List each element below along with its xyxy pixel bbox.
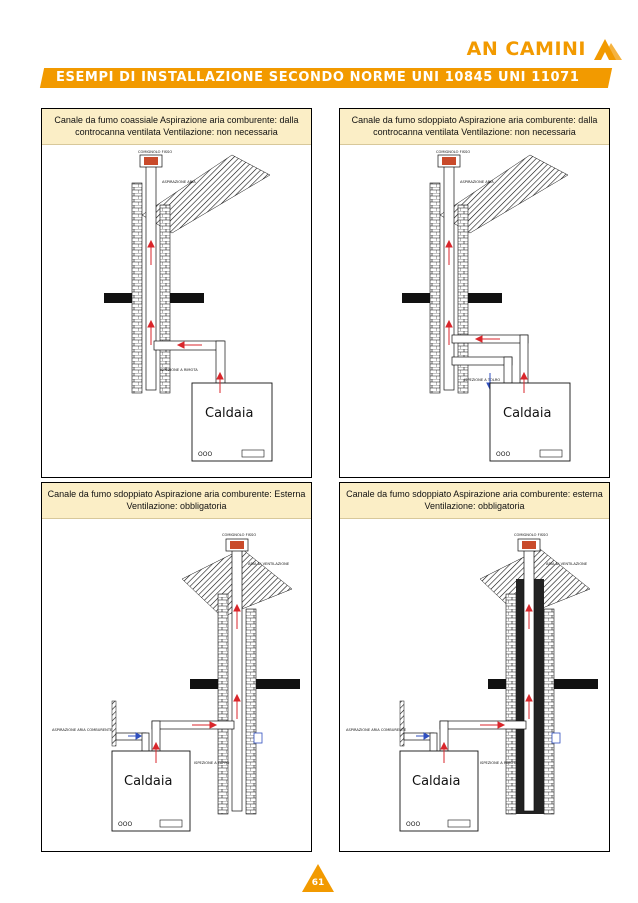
floor-slab-left <box>104 293 132 303</box>
floor-slab-right <box>170 293 204 303</box>
boiler-label: Caldaia <box>205 406 253 421</box>
section-title: ESEMPI DI INSTALLAZIONE SECONDO NORME UN… <box>56 70 580 85</box>
boiler-controls: OOO <box>118 821 132 828</box>
floor-slab-left <box>402 293 430 303</box>
external-wall <box>399 700 405 747</box>
brand-logo-icon <box>594 39 622 60</box>
boiler-controls: OOO <box>496 451 510 458</box>
inspection-label: ISPEZIONE A TOLRO <box>464 378 500 382</box>
air-intake-label: ASPIRAZIONE ARIA COMBURENTE <box>346 728 407 732</box>
boiler-label: Caldaia <box>124 774 172 789</box>
ventilation-grille <box>551 732 561 744</box>
chimney-wall-left <box>131 182 143 394</box>
panel-split-external-2: Canale da fumo sdoppiato Aspirazione ari… <box>339 482 610 852</box>
inspection-label: ISPEZIONE A RIMOTA <box>480 761 518 765</box>
cap-label: COMIGNOLO FISSO <box>222 533 256 537</box>
chimney-cap-grille <box>230 541 244 549</box>
boiler-controls: OOO <box>406 821 420 828</box>
inspection-label: ISPEZIONE A RIMOTA <box>160 368 198 372</box>
chimney-wall-right <box>245 608 257 815</box>
air-intake-label: ASPIRAZIONE ARIA <box>162 180 196 184</box>
air-intake-label: ASPIRAZIONE ARIA COMBURENTE <box>52 728 113 732</box>
boiler-label: Caldaia <box>412 774 460 789</box>
chimney-wall-left <box>505 593 517 815</box>
page-badge-shape <box>302 864 334 892</box>
chimney-cap-grille <box>442 157 456 165</box>
chimney-wall-right <box>543 608 555 815</box>
boiler <box>111 750 191 832</box>
panel-caption: Canale da fumo sdoppiato Aspirazione ari… <box>340 109 609 145</box>
external-wall <box>111 700 117 747</box>
panel-split-external-1: Canale da fumo sdoppiato Aspirazione ari… <box>41 482 312 852</box>
flue-pipe <box>523 548 535 812</box>
flue-pipe <box>231 548 243 812</box>
cap-label: COMIGNOLO FISSO <box>436 150 470 154</box>
panel-caption: Canale da fumo sdoppiato Aspirazione ari… <box>42 483 311 519</box>
boiler <box>399 750 479 832</box>
floor-slab-right <box>256 679 300 689</box>
cap-label: COMIGNOLO FISSO <box>514 533 548 537</box>
chimney-cap-grille <box>144 157 158 165</box>
chimney-wall-left <box>217 593 229 815</box>
installation-diagram: COMIGNOLO FISSO ASPIRAZIONE ARIA ISPEZIO… <box>402 150 571 462</box>
brand: AN CAMINI <box>467 36 624 62</box>
flue-pipe <box>145 164 157 391</box>
flue-pipe <box>443 164 455 391</box>
panel-caption: Canale da fumo sdoppiato Aspirazione ari… <box>340 483 609 519</box>
installation-diagram: COMIGNOLO FISSO ASPIRAZIONE ARIA ISPEZIO… <box>104 150 273 462</box>
floor-slab-left <box>488 679 506 689</box>
chimney-wall-left <box>429 182 441 394</box>
page-number: 61 <box>311 878 325 888</box>
boiler-label: Caldaia <box>503 406 551 421</box>
chimney-cap-grille <box>522 541 536 549</box>
boiler <box>191 382 273 462</box>
panel-coaxial-ventilated: Canale da fumo coassiale Aspirazione ari… <box>41 108 312 478</box>
air-connector <box>451 356 513 366</box>
installation-diagram: COMIGNOLO FISSO ARIA DI VENTILAZIONE ISP… <box>346 533 598 832</box>
floor-slab-right <box>468 293 502 303</box>
floor-slab-right <box>554 679 598 689</box>
ventilation-label: ARIA DI VENTILAZIONE <box>248 562 290 566</box>
section-banner: ESEMPI DI INSTALLAZIONE SECONDO NORME UN… <box>39 68 613 88</box>
chimney-wall-right <box>159 204 171 394</box>
inspection-label: ISPEZIONE A TAPPO <box>194 761 230 765</box>
brand-name: AN CAMINI <box>466 38 586 60</box>
cap-label: COMIGNOLO FISSO <box>138 150 172 154</box>
ventilation-grille <box>253 732 263 744</box>
floor-slab-left <box>190 679 218 689</box>
boiler <box>489 382 571 462</box>
panel-split-ventilated: Canale da fumo sdoppiato Aspirazione ari… <box>339 108 610 478</box>
panel-caption: Canale da fumo coassiale Aspirazione ari… <box>42 109 311 145</box>
air-intake-label: ASPIRAZIONE ARIA <box>460 180 494 184</box>
installation-diagram: COMIGNOLO FISSO ARIA DI VENTILAZIONE ISP… <box>52 533 300 832</box>
page-number-badge: 61 <box>300 862 336 894</box>
ventilation-label: ARIA DI VENTILAZIONE <box>546 562 588 566</box>
boiler-controls: OOO <box>198 451 212 458</box>
